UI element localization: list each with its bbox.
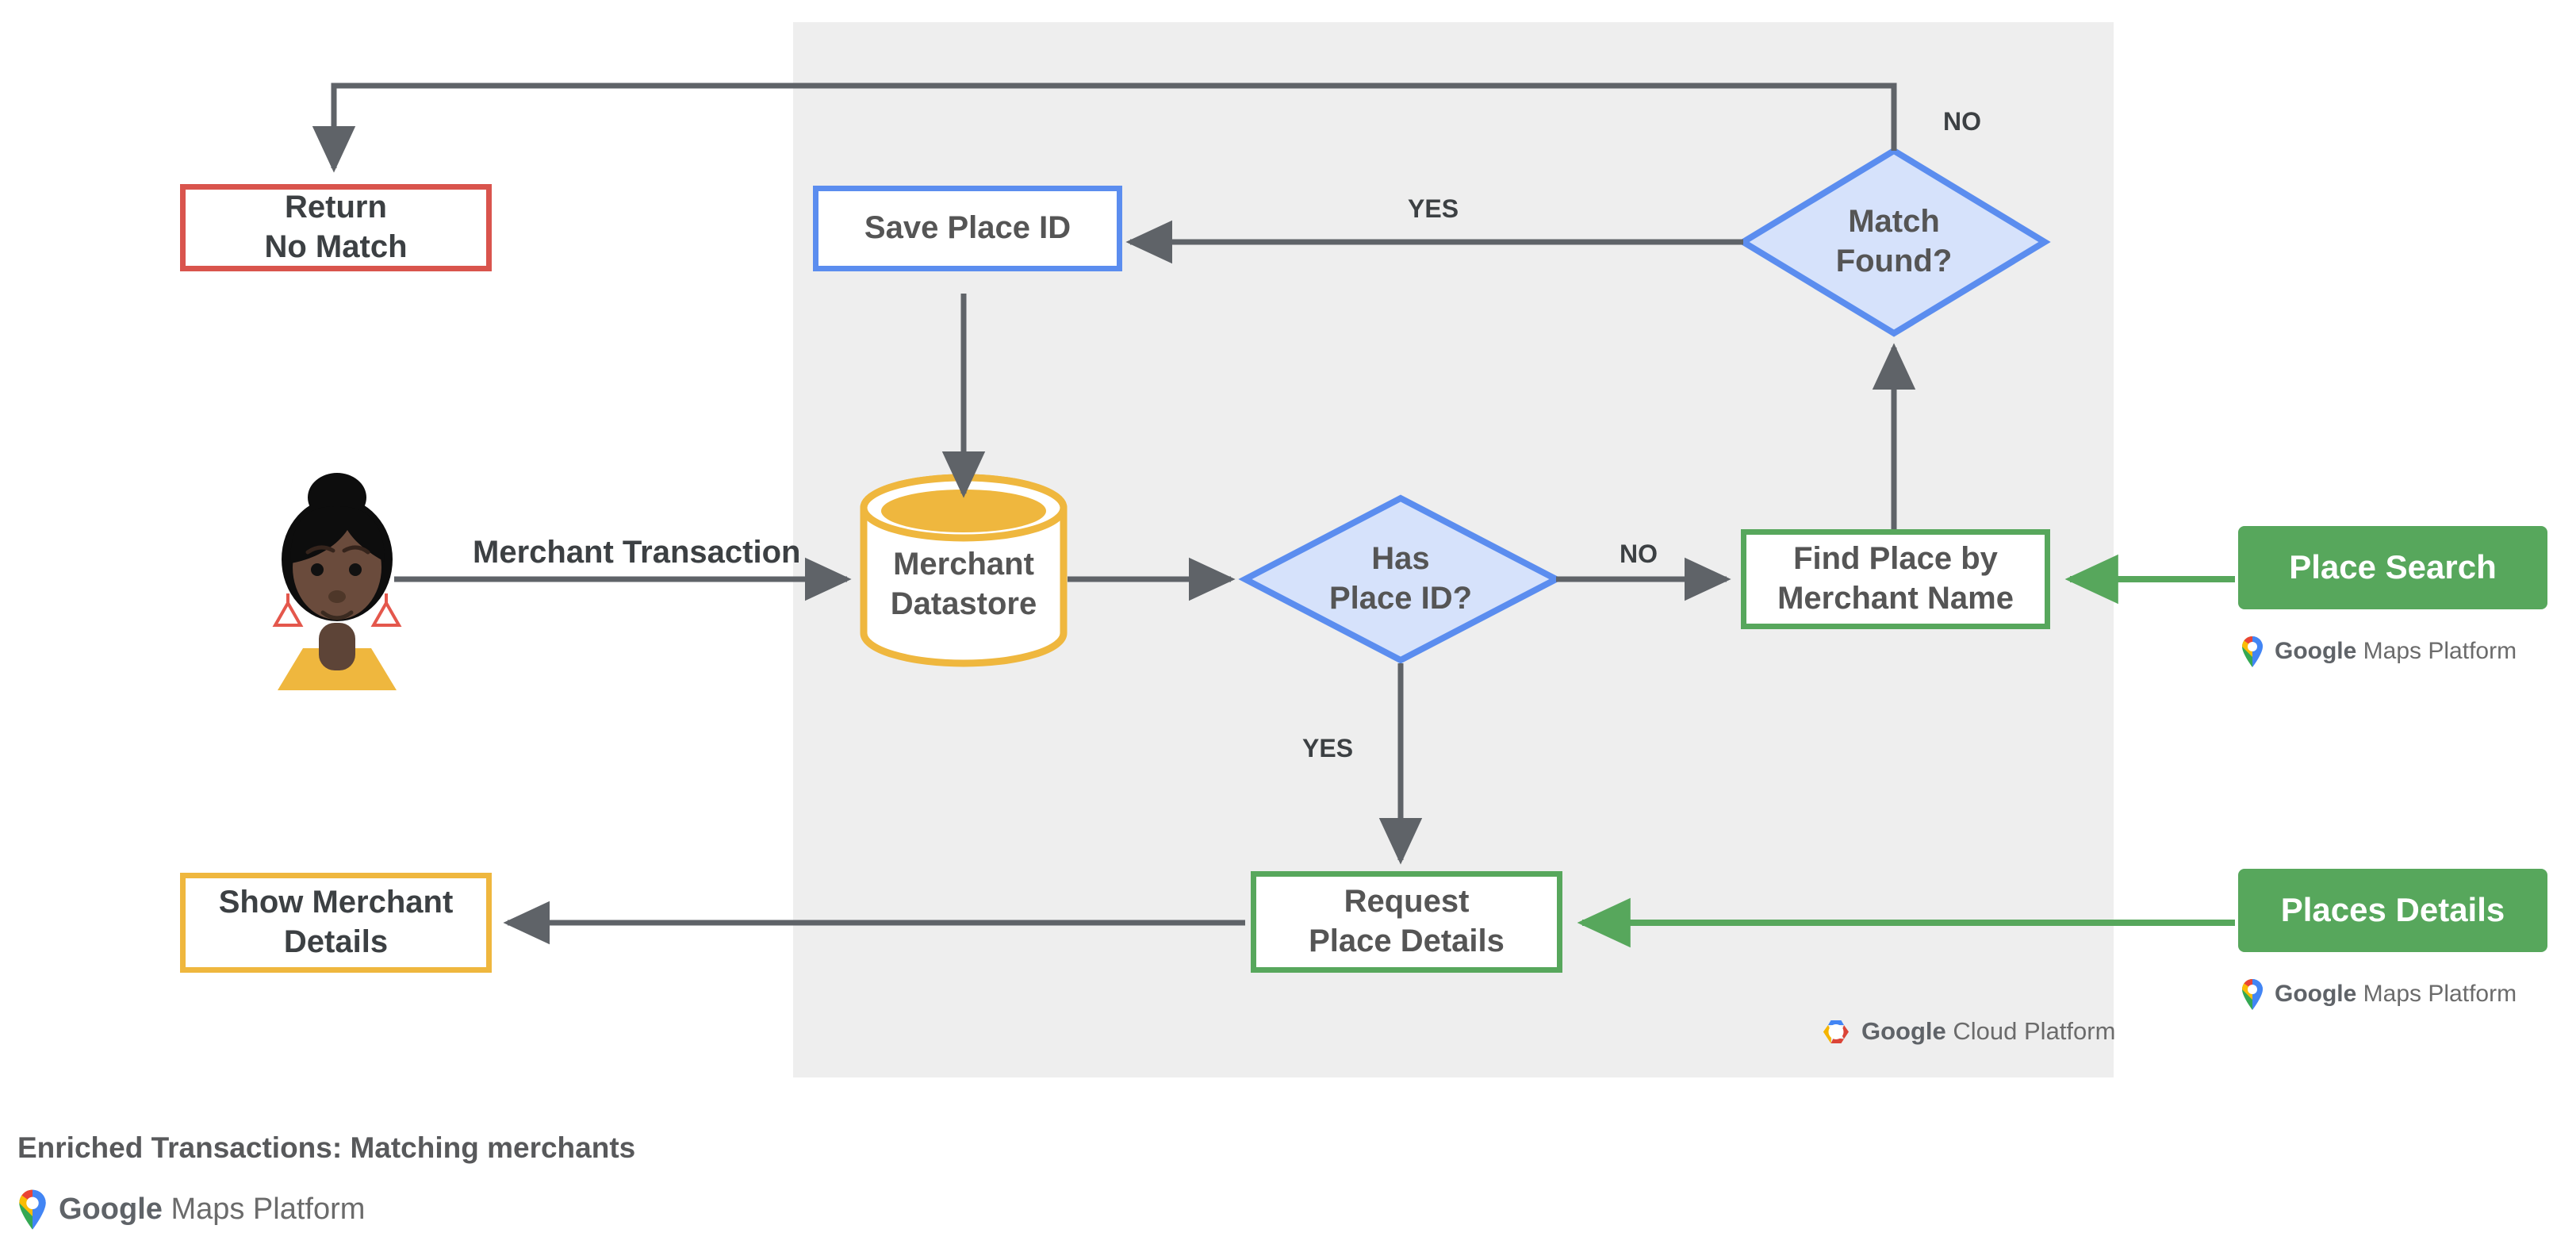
- avatar-illustration: [272, 473, 402, 690]
- node-place-search-button[interactable]: Place Search: [2238, 526, 2547, 609]
- brand-google-word: Google: [1861, 1017, 1946, 1045]
- node-save-place-id-label: Save Place ID: [864, 210, 1071, 246]
- edge-label-match-found-yes: YES: [1408, 194, 1459, 224]
- user-avatar: [262, 460, 412, 690]
- maps-platform-brand-place-search: Google Maps Platform: [2240, 635, 2517, 668]
- node-places-details-label: Places Details: [2280, 891, 2505, 929]
- google-cloud-platform-brand: Google Cloud Platform: [1820, 1016, 2115, 1047]
- node-save-place-id[interactable]: Save Place ID: [813, 186, 1122, 271]
- google-cloud-platform-brand-text: Google Cloud Platform: [1861, 1017, 2115, 1046]
- brand-maps-platform-word: Maps Platform: [162, 1192, 366, 1226]
- footer-maps-platform-brand: Google Maps Platform: [16, 1188, 365, 1231]
- node-show-merchant-details-label: Show Merchant Details: [218, 885, 454, 959]
- diagram-caption: Enriched Transactions: Matching merchant…: [17, 1131, 635, 1165]
- diagram-caption-text: Enriched Transactions: Matching merchant…: [17, 1131, 636, 1164]
- google-cloud-platform-icon: [1823, 1020, 1849, 1043]
- node-place-search-label: Place Search: [2289, 548, 2497, 586]
- brand-maps-platform-word: Maps Platform: [2356, 981, 2517, 1007]
- maps-platform-brand-places-details: Google Maps Platform: [2240, 977, 2517, 1011]
- edge-match-no: [312, 83, 1897, 173]
- match-found-diamond: [1737, 147, 2051, 337]
- maps-platform-brand-text: Google Maps Platform: [2275, 981, 2517, 1008]
- brand-google-word: Google: [2275, 638, 2357, 664]
- edge-label-merchant-transaction: Merchant Transaction: [473, 535, 800, 570]
- google-maps-pin-icon: [19, 1189, 46, 1230]
- node-find-place-by-merchant-name[interactable]: Find Place by Merchant Name: [1741, 529, 2050, 629]
- edge-label-match-found-no: NO: [1943, 107, 1981, 136]
- merchant-datastore-cylinder: [860, 474, 1068, 667]
- brand-maps-platform-word: Maps Platform: [2356, 638, 2517, 664]
- edge-label-has-place-id-yes-text: YES: [1302, 734, 1354, 762]
- edge-label-match-found-no-text: NO: [1943, 107, 1981, 136]
- node-places-details-button[interactable]: Places Details: [2238, 869, 2547, 952]
- node-find-place-by-merchant-name-label: Find Place by Merchant Name: [1777, 541, 2014, 616]
- node-request-place-details-label: Request Place Details: [1309, 884, 1505, 958]
- node-show-merchant-details[interactable]: Show Merchant Details: [180, 873, 492, 973]
- brand-google-word: Google: [59, 1192, 163, 1226]
- edge-label-has-place-id-no: NO: [1620, 540, 1658, 569]
- google-maps-pin-icon: [2242, 979, 2263, 1010]
- maps-platform-brand-text: Google Maps Platform: [2275, 638, 2517, 665]
- edge-label-has-place-id-no-text: NO: [1620, 540, 1658, 568]
- node-request-place-details[interactable]: Request Place Details: [1251, 871, 1562, 973]
- google-maps-pin-icon: [2242, 636, 2263, 667]
- brand-cloud-platform-word: Cloud Platform: [1945, 1017, 2116, 1045]
- footer-brand-text: Google Maps Platform: [59, 1192, 365, 1227]
- has-place-id-diamond: [1238, 494, 1563, 664]
- edge-label-merchant-transaction-text: Merchant Transaction: [473, 535, 801, 570]
- edge-label-has-place-id-yes: YES: [1302, 734, 1353, 763]
- brand-google-word: Google: [2275, 981, 2357, 1007]
- node-return-no-match-label: Return No Match: [264, 190, 408, 264]
- node-return-no-match[interactable]: Return No Match: [180, 184, 492, 271]
- edge-label-match-found-yes-text: YES: [1408, 194, 1459, 223]
